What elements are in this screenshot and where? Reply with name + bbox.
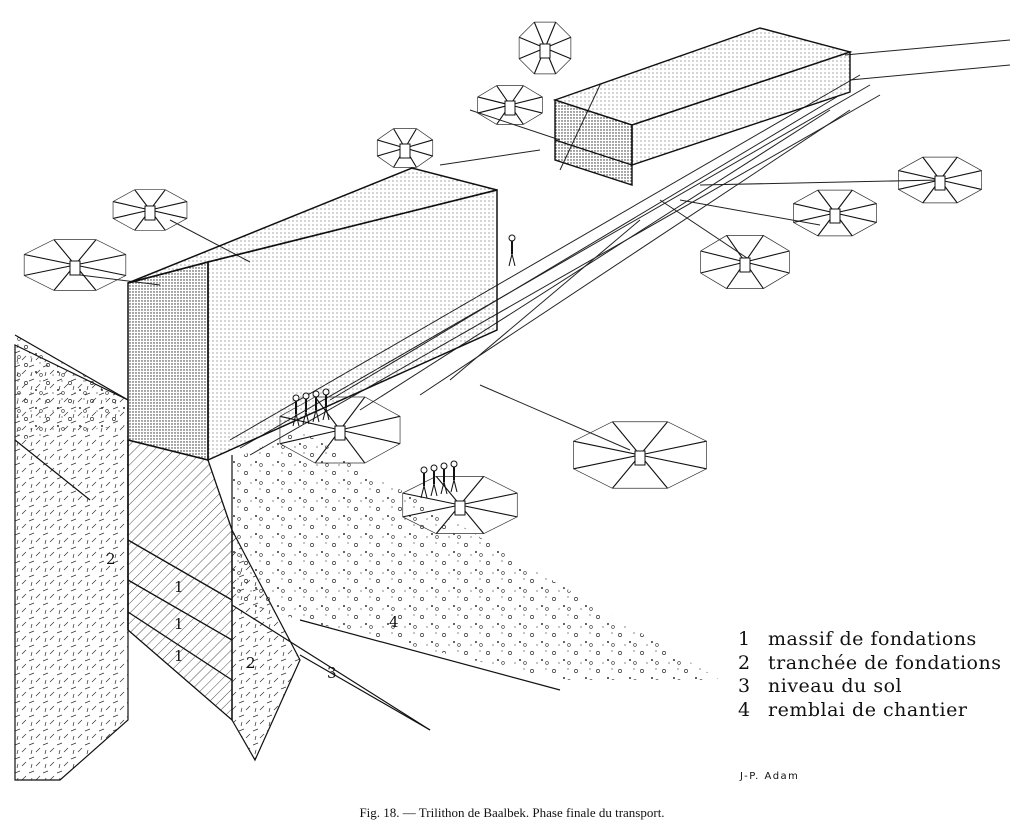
legend-item: 1 massif de fondations <box>738 628 1001 652</box>
label-trench-right: 2 <box>246 654 256 672</box>
legend-item: 3 niveau du sol <box>738 675 1001 699</box>
capstan-icon <box>112 189 188 231</box>
capstan-icon <box>376 128 434 168</box>
far-block <box>552 27 853 186</box>
legend-item: 4 remblai de chantier <box>738 699 1001 723</box>
legend-item: 2 tranchée de fondations <box>738 652 1001 676</box>
capstan-icon <box>402 476 518 534</box>
worker-figure <box>302 392 310 425</box>
capstan-icon <box>573 421 707 489</box>
ground-left <box>15 335 128 440</box>
remblai-fill <box>232 430 720 680</box>
label-foundation-a: 1 <box>174 578 184 596</box>
label-foundation-b: 1 <box>174 615 184 633</box>
worker-figure <box>292 394 300 427</box>
capstan-icon <box>700 235 790 289</box>
capstan-icon <box>477 85 543 125</box>
label-fill: 4 <box>389 613 399 631</box>
label-foundation-c: 1 <box>174 647 184 665</box>
legend-text: niveau du sol <box>768 675 903 697</box>
capstans <box>23 21 982 534</box>
capstan-icon <box>518 21 572 75</box>
worker-figure <box>322 388 330 421</box>
legend-num: 2 <box>738 651 751 674</box>
legend-num: 4 <box>738 698 751 721</box>
workers <box>292 234 516 499</box>
terrain <box>14 334 720 781</box>
worker-figure <box>430 464 438 497</box>
foundation-massif <box>127 439 233 722</box>
legend-text: tranchée de fondations <box>768 651 1002 674</box>
capstan-icon <box>23 239 127 291</box>
near-block <box>127 167 498 630</box>
worker-figure <box>420 466 428 499</box>
worker-figure <box>440 462 448 495</box>
figure-caption: Fig. 18. — Trilithon de Baalbek. Phase f… <box>359 805 665 820</box>
worker-figure <box>508 234 516 267</box>
legend-num: 3 <box>738 675 751 697</box>
capstan-icon <box>898 156 982 204</box>
signature: J-P. Adam <box>740 771 800 782</box>
label-trench-left: 2 <box>106 550 116 568</box>
legend: 1 massif de fondations 2 tranchée de fonda… <box>738 628 1001 722</box>
legend-text: remblai de chantier <box>768 698 968 721</box>
capstan-icon <box>793 189 877 237</box>
label-ground: 3 <box>327 664 337 682</box>
legend-num: 1 <box>738 628 751 650</box>
worker-figure <box>450 460 458 493</box>
capstan-icon <box>279 396 401 464</box>
legend-text: massif de fondations <box>768 628 977 650</box>
worker-figure <box>312 390 320 423</box>
